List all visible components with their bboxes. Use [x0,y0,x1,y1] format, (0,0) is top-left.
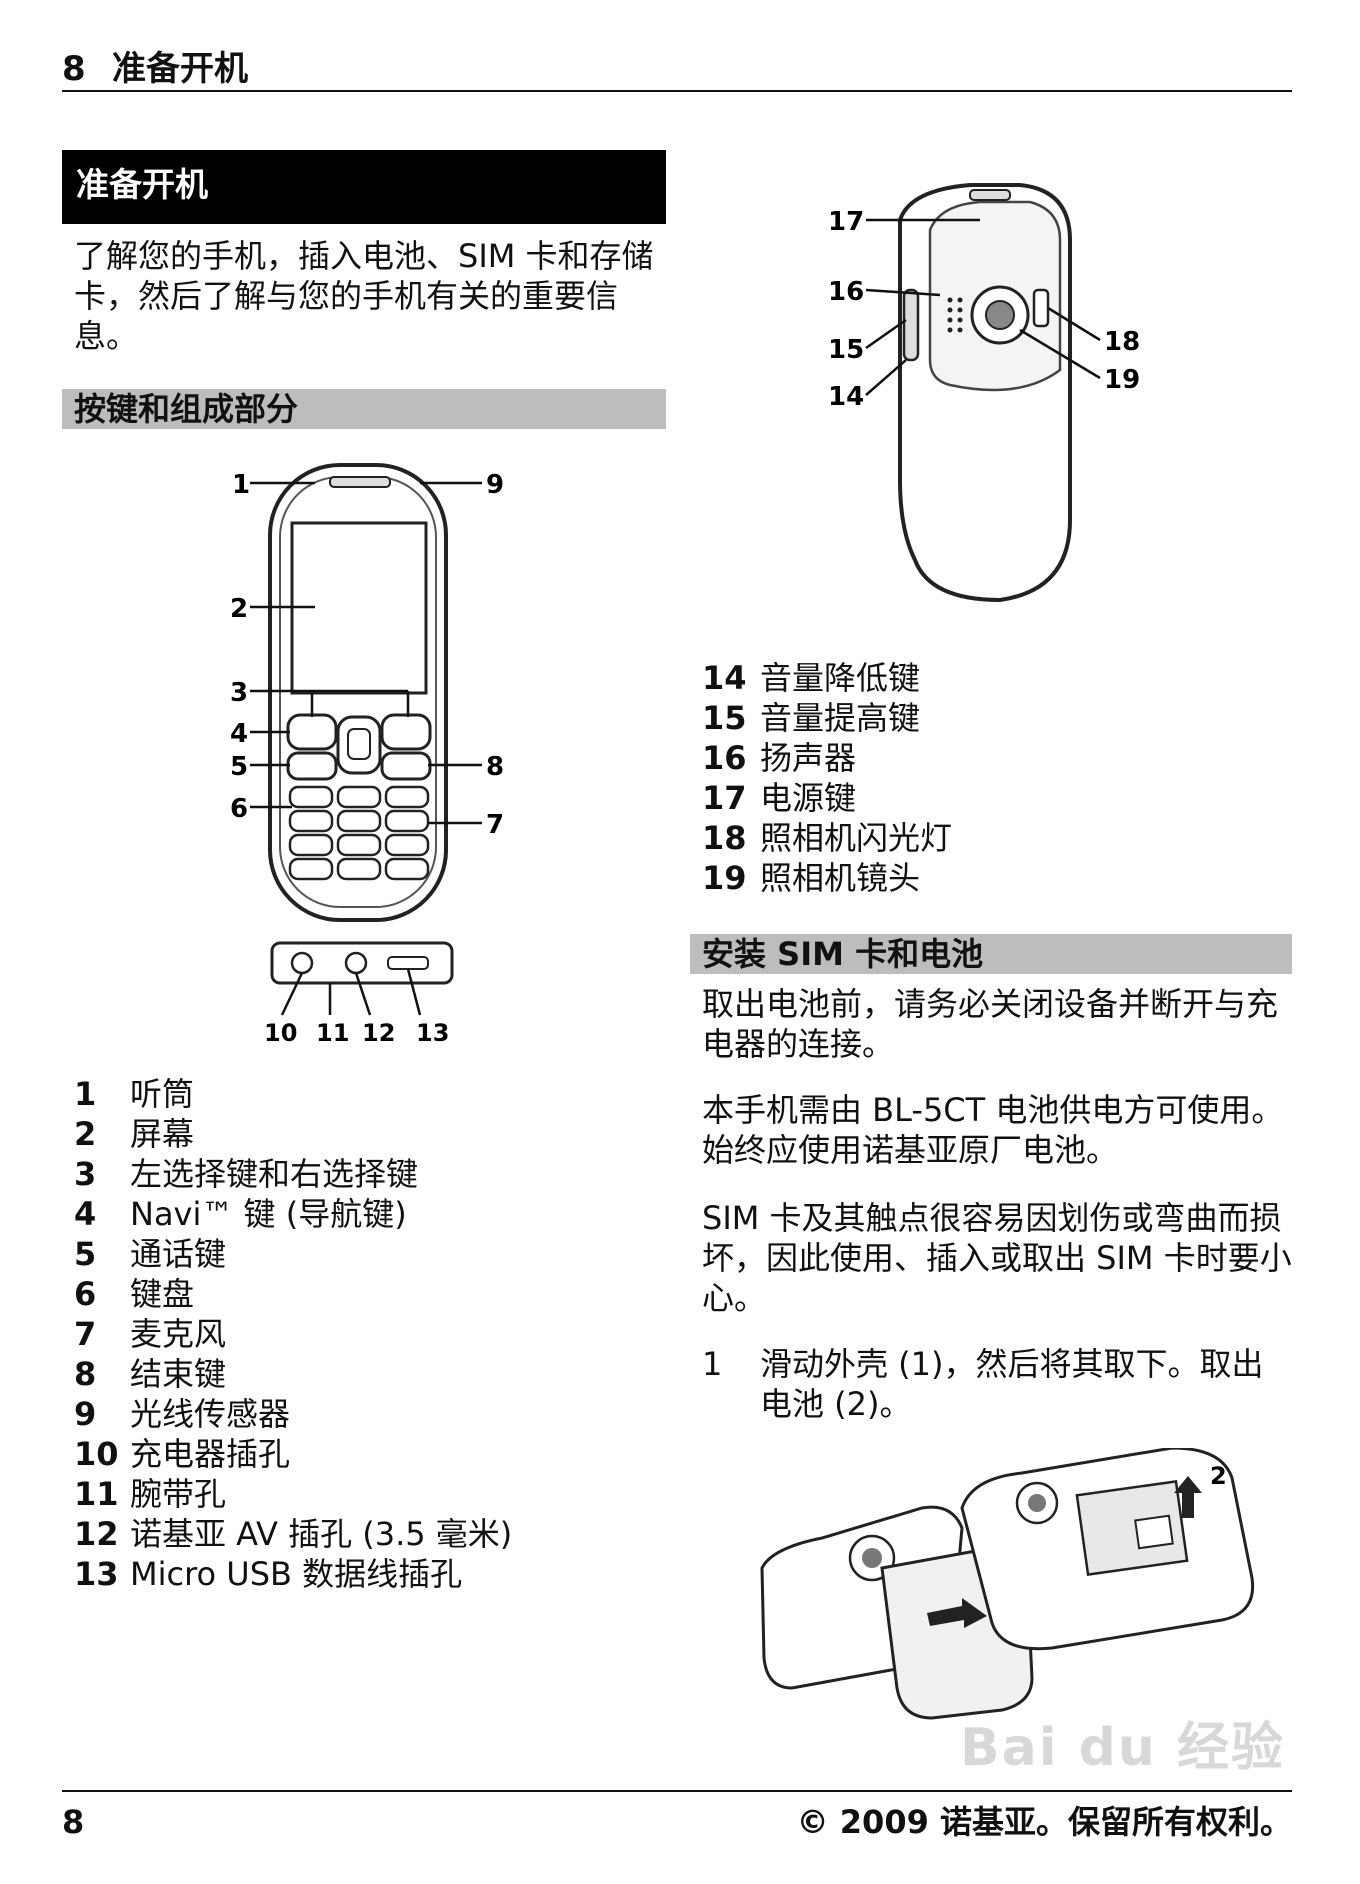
watermark: Bai du 经验 [960,1705,1285,1780]
install-paragraph-2: 本手机需由 BL-5CT 电池供电方可使用。始终应使用诺基亚原厂电池。 [702,1091,1284,1169]
intro-paragraph: 了解您的手机，插入电池、SIM 卡和存储卡，然后了解与您的手机有关的重要信息。 [74,237,654,355]
phone-front-diagram: 1 9 2 3 4 5 6 8 7 10 11 12 13 [230,463,504,1045]
keypad-key [288,785,334,809]
battery [1075,1480,1189,1576]
callout-label-10: 10 [264,1019,297,1045]
section-title-bar: 准备开机 [62,150,666,224]
callout-lines [250,481,482,825]
call-key [286,751,338,781]
volume-keys [902,288,920,362]
speaker-grille [947,297,963,333]
keys-heading-bar: 按键和组成部分 [62,389,666,429]
battery-removal-illustration: 1 2 [760,1448,1255,1720]
keypad-key [384,857,430,881]
callout-label-16: 16 [828,277,864,307]
slide-arrow-icon [927,1598,987,1628]
left-select-key [286,713,338,751]
usb-port-icon [387,956,429,970]
callout-label-15: 15 [828,335,864,365]
header-page-number: 8 [62,49,86,89]
page-header: 8 准备开机 [62,48,1292,92]
footer-copyright: © 2009 诺基亚。保留所有权利。 [796,1803,1292,1841]
install-paragraph-3: SIM 卡及其触点很容易因划伤或弯曲而损坏，因此使用、插入或取出 SIM 卡时要… [702,1199,1292,1317]
sim-card [1134,1514,1174,1550]
callout-label-11: 11 [316,1019,349,1045]
fig-label-2: 2 [1210,1462,1227,1490]
keypad-key [336,809,382,833]
right-select-key [380,713,432,751]
keypad-key [336,857,382,881]
av-jack-icon [344,951,368,975]
callout-label-6: 6 [230,794,248,824]
callout-label-8: 8 [486,752,504,782]
install-paragraph-1: 取出电池前，请务必关闭设备并断开与充电器的连接。 [702,985,1279,1063]
keypad-key [288,833,334,857]
camera-flash [1032,288,1050,328]
callout-label-7: 7 [486,810,504,840]
callout-label-3: 3 [230,678,248,708]
callout-label-4: 4 [230,719,248,749]
install-step-1: 1 滑动外壳 (1)，然后将其取下。取出电池 (2)。 [702,1344,1292,1424]
keypad-key [288,809,334,833]
lift-arrow-icon [1174,1476,1202,1518]
keypad [288,785,430,881]
callout-label-2: 2 [230,594,248,624]
footer-page-number: 8 [62,1803,85,1841]
keypad-key [336,833,382,857]
callout-lines [865,218,1101,396]
callout-label-9: 9 [486,470,504,500]
power-key [969,189,1011,201]
callout-label-13: 13 [416,1019,449,1045]
phone-back-diagram: 17 16 15 14 18 19 [828,183,1140,603]
earpiece [329,476,391,488]
callout-label-1: 1 [232,470,250,500]
install-heading: 安装 SIM 卡和电池 [702,935,984,973]
callout-label-17: 17 [828,207,864,237]
camera-lens [985,300,1015,330]
watermark-text: Bai du 经验 [960,1718,1285,1778]
navi-key-center [347,728,371,760]
callout-label-5: 5 [230,752,248,782]
callout-label-12: 12 [362,1019,395,1045]
callout-label-14: 14 [828,382,864,412]
header-title: 准备开机 [112,49,248,89]
page-footer: 8 © 2009 诺基亚。保留所有权利。 [62,1790,1292,1842]
keypad-key [384,785,430,809]
step-text: 滑动外壳 (1)，然后将其取下。取出电池 (2)。 [760,1345,1264,1423]
keypad-key [336,785,382,809]
keypad-key [384,809,430,833]
section-title: 准备开机 [76,165,208,204]
keypad-key [384,833,430,857]
end-key [380,751,432,781]
keypad-key [288,857,334,881]
callout-label-19: 19 [1104,365,1140,395]
keys-heading: 按键和组成部分 [74,390,299,428]
install-heading-bar: 安装 SIM 卡和电池 [690,934,1292,974]
step-number: 1 [702,1345,723,1383]
callout-label-18: 18 [1104,327,1140,357]
charger-port-icon [290,951,314,975]
